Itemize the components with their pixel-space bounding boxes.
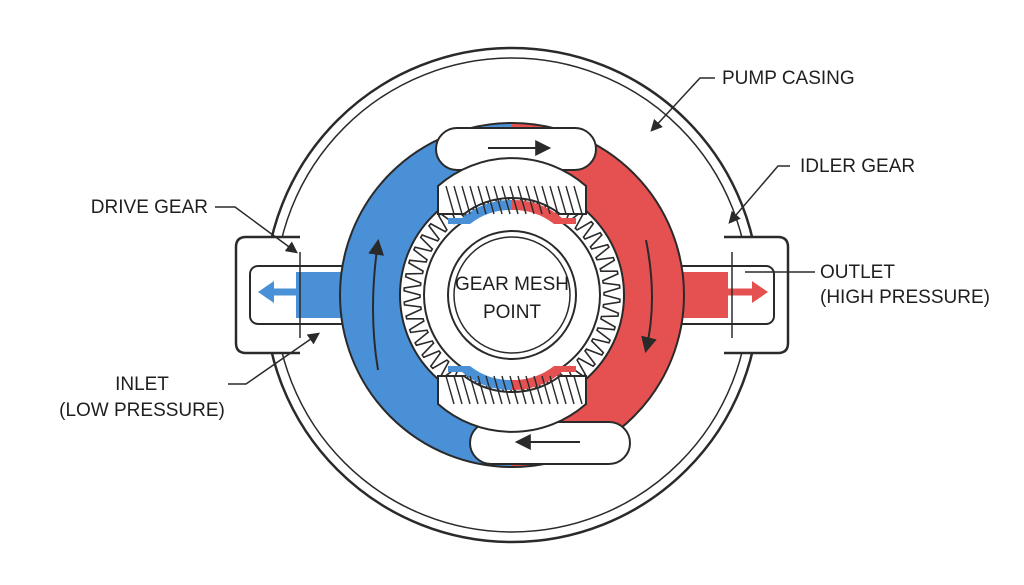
mesh-hatch-line xyxy=(445,185,455,215)
outlet-arrow xyxy=(704,281,768,303)
mesh-hatch-line xyxy=(541,185,551,215)
inlet-arrow xyxy=(258,281,330,303)
idler-gear-label: IDLER GEAR xyxy=(800,156,915,177)
mesh-hatch-line xyxy=(557,375,567,405)
pump-casing-label: PUMP CASING xyxy=(722,68,855,89)
center-label-line1: GEAR MESH xyxy=(455,274,569,295)
label-inlet: INLET (LOW PRESSURE) xyxy=(59,332,320,421)
mesh-hatch-line xyxy=(477,375,487,405)
mesh-hatch-line xyxy=(469,185,479,215)
mesh-hatch-line xyxy=(509,375,519,405)
mesh-hatch-line xyxy=(501,185,511,215)
top-pocket xyxy=(435,127,597,171)
label-drive-gear: DRIVE GEAR xyxy=(91,197,298,254)
mesh-hatch-line xyxy=(565,185,575,215)
mesh-hatch-line xyxy=(493,375,503,405)
mesh-hatch-line xyxy=(573,185,583,215)
outlet-label-line2: (HIGH PRESSURE) xyxy=(820,287,990,308)
mesh-hatch-line xyxy=(485,375,495,405)
bottom-mesh-zone xyxy=(437,366,587,433)
mesh-hatch-line xyxy=(549,185,559,215)
mesh-hatch-line xyxy=(525,375,535,405)
mesh-hatch-line xyxy=(453,375,463,405)
mesh-hatch-line xyxy=(557,185,567,215)
mesh-hatch-line xyxy=(517,375,527,405)
mesh-hatch-line xyxy=(485,185,495,215)
mesh-hatch-line xyxy=(493,185,503,215)
mesh-hatch-line xyxy=(517,185,527,215)
mesh-hatch-line xyxy=(509,185,519,215)
top-mesh-zone xyxy=(437,157,587,224)
flow-arrows xyxy=(368,238,657,371)
mesh-hatch-line xyxy=(549,375,559,405)
label-outlet: OUTLET (HIGH PRESSURE) xyxy=(745,262,990,308)
mesh-hatch-line xyxy=(573,375,583,405)
mesh-hatch-line xyxy=(461,375,471,405)
inlet-label-line1: INLET xyxy=(115,374,169,395)
mesh-hatch-line xyxy=(501,375,511,405)
mesh-hatch-line xyxy=(541,375,551,405)
mesh-hatch-line xyxy=(565,375,575,405)
mesh-hatch-line xyxy=(525,185,535,215)
mesh-hatch-line xyxy=(445,375,455,405)
mesh-hatch-line xyxy=(533,375,543,405)
mesh-hatch-line xyxy=(469,375,479,405)
mesh-hatch-line xyxy=(477,185,487,215)
drive-gear-label: DRIVE GEAR xyxy=(91,197,208,218)
label-idler-gear: IDLER GEAR xyxy=(728,156,915,224)
label-pump-casing: PUMP CASING xyxy=(650,68,855,132)
inlet-label-line2: (LOW PRESSURE) xyxy=(59,400,225,421)
outlet-label-line1: OUTLET xyxy=(820,262,895,283)
gear-mesh-point: GEAR MESH POINT xyxy=(447,230,577,360)
center-label-line2: POINT xyxy=(483,302,541,323)
mesh-hatch-line xyxy=(533,185,543,215)
mesh-hatch-line xyxy=(461,185,471,215)
mesh-hatch-line xyxy=(453,185,463,215)
port-markers xyxy=(283,252,745,338)
